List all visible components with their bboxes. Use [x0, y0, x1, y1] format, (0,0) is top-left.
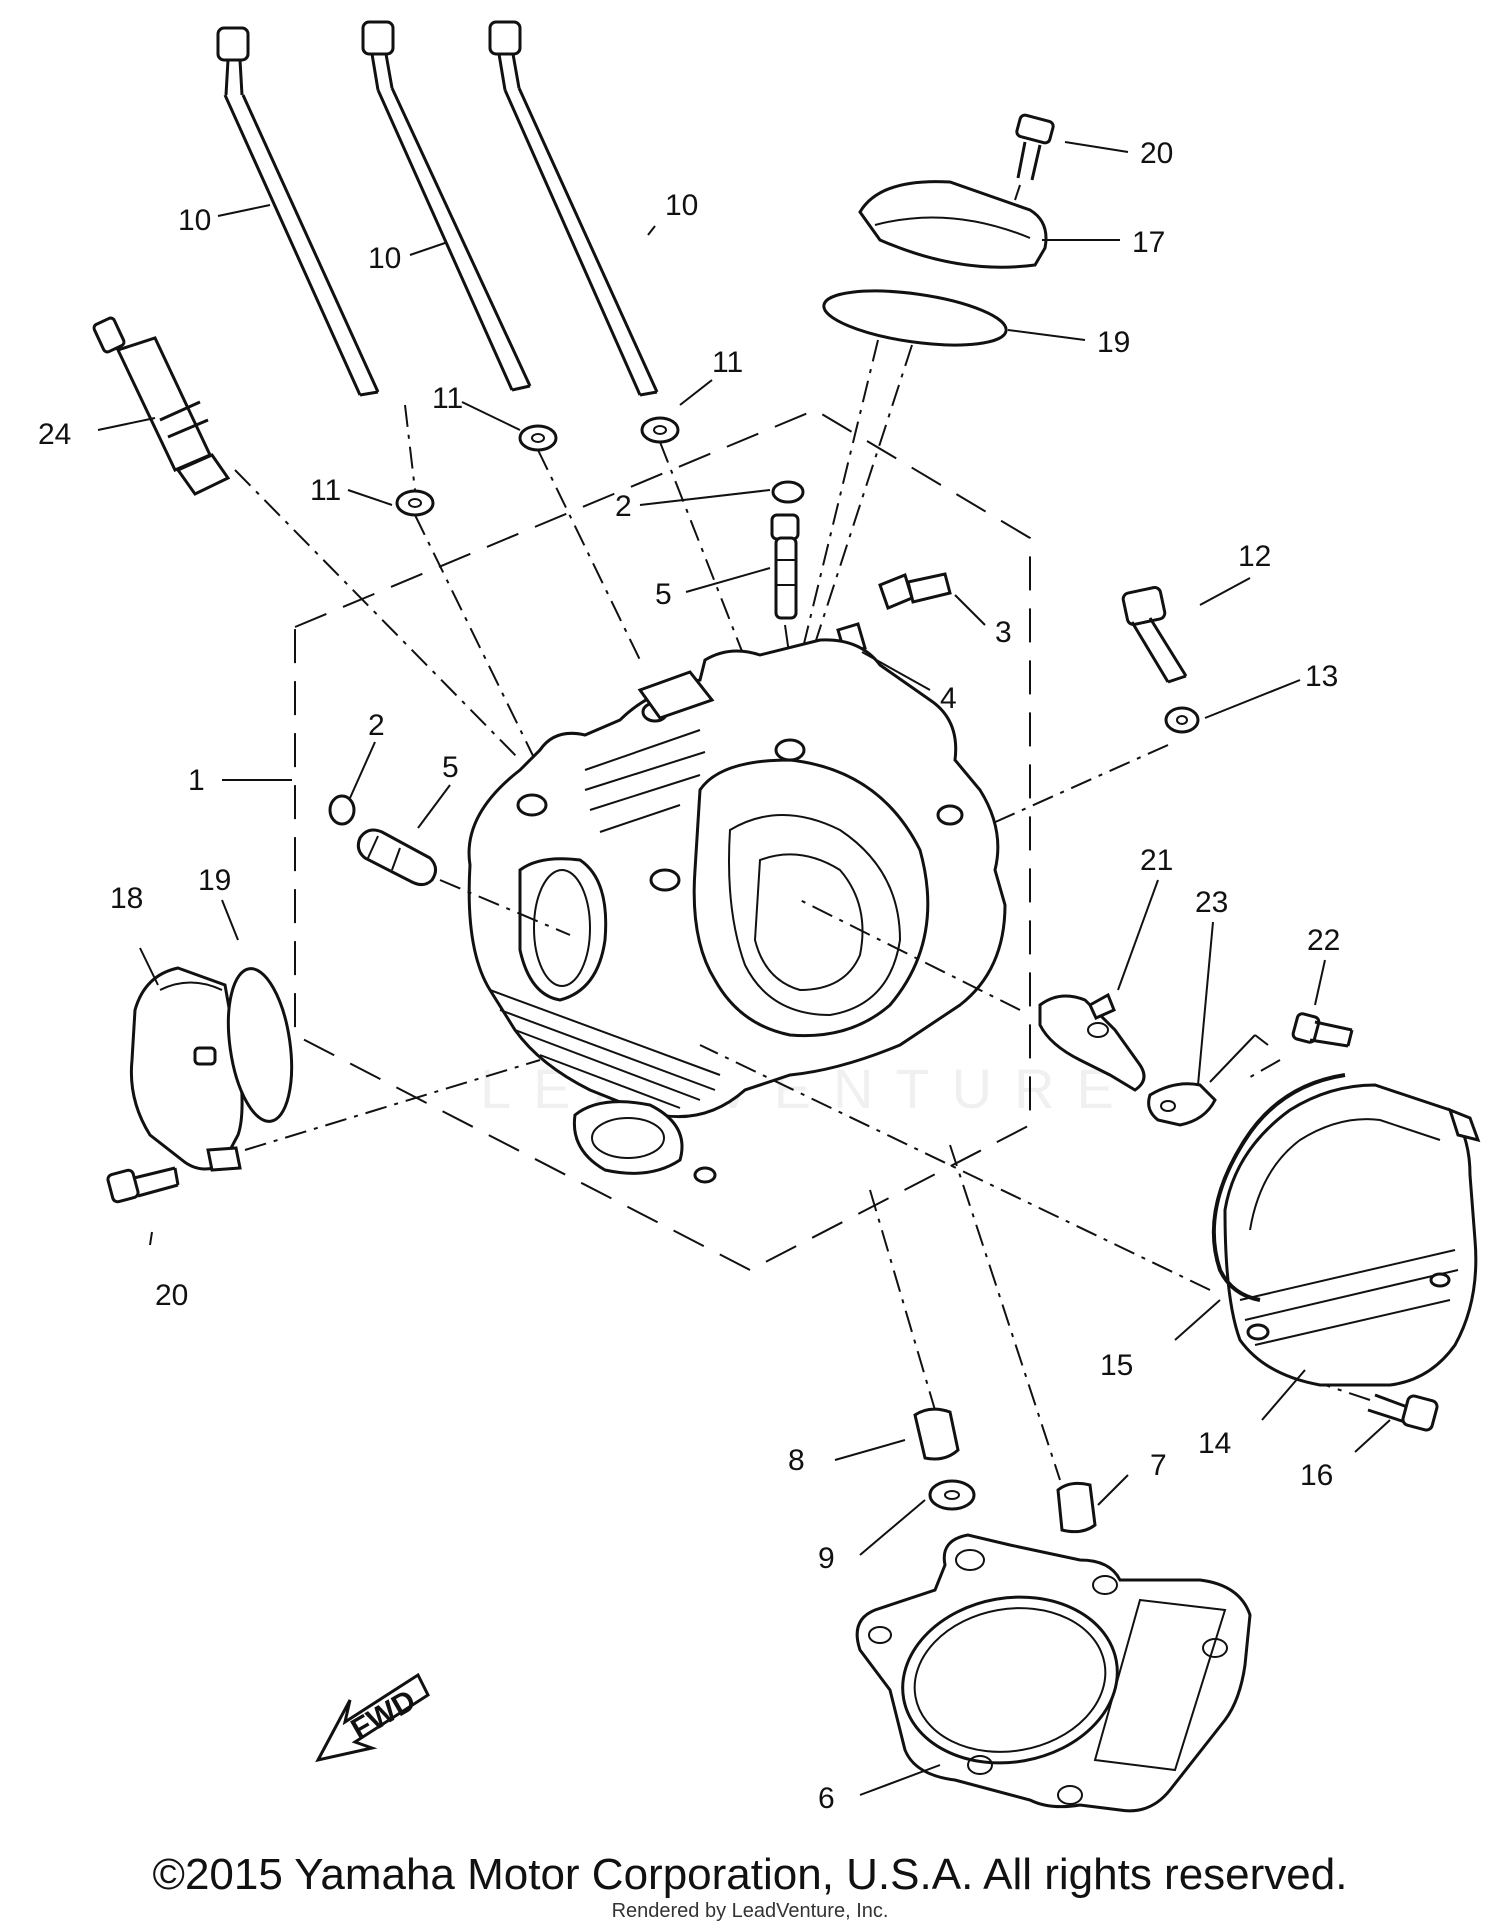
callout-11: 11: [432, 382, 463, 415]
callout-1: 1: [188, 764, 205, 797]
callout-19: 19: [198, 864, 231, 897]
callout-2: 2: [615, 490, 632, 523]
callout-17: 17: [1132, 226, 1165, 259]
copyright-notice: ©2015 Yamaha Motor Corporation, U.S.A. A…: [152, 1850, 1348, 1899]
dowel-pin-2-left: [328, 794, 356, 826]
callout-5: 5: [442, 751, 459, 784]
tappet-cover-17: [858, 180, 1048, 269]
washer-13: [1164, 706, 1200, 734]
valve-guide-5-upper: [770, 513, 800, 620]
callout-20: 20: [1140, 137, 1173, 170]
bolt-12: [1121, 586, 1188, 684]
washer-11-right: [640, 416, 680, 444]
callout-10: 10: [665, 189, 698, 222]
cylinder-head-1: [467, 638, 1007, 1184]
callout-7: 7: [1150, 1449, 1167, 1482]
callout-24: 24: [38, 418, 71, 451]
cam-cover-14: [1223, 1083, 1481, 1387]
bolt-20-top: [1015, 113, 1055, 181]
fwd-direction-arrow: FWD: [315, 1672, 430, 1763]
callout-22: 22: [1307, 924, 1340, 957]
callout-leaders: [97, 141, 1391, 1796]
callout-11: 11: [310, 474, 341, 507]
callout-20: 20: [155, 1279, 188, 1312]
callout-14: 14: [1198, 1427, 1231, 1460]
callout-labels: 10 10 10 20 17 19 24 11 11 11 2 5 3 4 12…: [38, 137, 1340, 1815]
stud-bolt-left: [216, 26, 380, 397]
tappet-cover-18: [129, 966, 244, 1172]
callout-21: 21: [1140, 844, 1173, 877]
callout-4: 4: [940, 682, 957, 715]
callout-12: 12: [1238, 540, 1271, 573]
callout-10: 10: [178, 204, 211, 237]
callout-13: 13: [1305, 660, 1338, 693]
callout-15: 15: [1100, 1349, 1133, 1382]
bolt-16: [1367, 1393, 1439, 1432]
callout-8: 8: [788, 1444, 805, 1477]
callout-9: 9: [818, 1542, 835, 1575]
o-ring-19-left: [226, 967, 294, 1123]
spark-plug: [92, 316, 231, 496]
callout-11: 11: [712, 346, 743, 379]
washer-11-middle: [518, 424, 558, 452]
callout-16: 16: [1300, 1459, 1333, 1492]
callout-19: 19: [1097, 326, 1130, 359]
callout-3: 3: [995, 616, 1012, 649]
dowel-pin-2-upper: [771, 480, 805, 504]
washer-9: [928, 1479, 976, 1511]
stud-bolt-right: [488, 20, 659, 397]
callout-6: 6: [818, 1782, 835, 1815]
callout-5: 5: [655, 578, 672, 611]
o-ring-15: [1211, 1073, 1346, 1302]
callout-18: 18: [110, 882, 143, 915]
dowel-8: [913, 1407, 960, 1461]
stud-bolt-middle: [361, 20, 532, 392]
dowel-7: [1056, 1481, 1097, 1534]
bolt-22: [1291, 1012, 1354, 1048]
cylinder-head-gasket-6: [855, 1533, 1252, 1813]
washer-11-left: [395, 489, 435, 517]
bolt-3: [878, 572, 952, 610]
callout-2: 2: [368, 709, 385, 742]
bolt-20-left: [106, 1166, 180, 1204]
fwd-label: FWD: [346, 1684, 422, 1747]
render-credit: Rendered by LeadVenture, Inc.: [611, 1900, 889, 1922]
callout-23: 23: [1195, 886, 1228, 919]
bracket-23: [1147, 1034, 1269, 1127]
bracket-21: [1038, 992, 1146, 1092]
callout-10: 10: [368, 242, 401, 275]
o-ring-19-top: [822, 289, 1008, 347]
valve-guide-5-left: [356, 828, 437, 887]
